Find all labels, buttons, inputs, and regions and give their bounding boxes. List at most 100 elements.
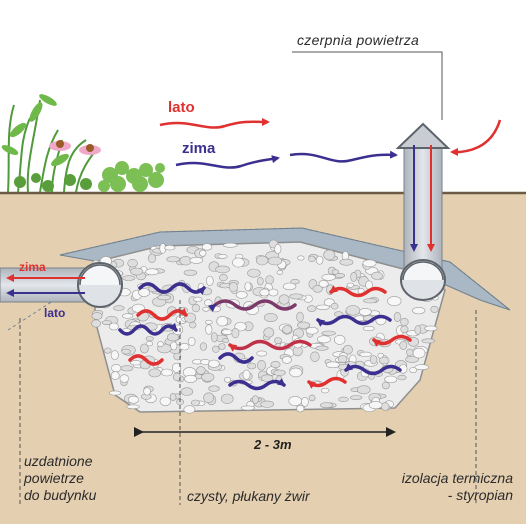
pebble [321,273,336,281]
pebble [263,327,275,338]
pebble [315,304,330,310]
pebble [330,302,339,310]
insulation-label: izolacja termiczna - styropian [367,470,513,504]
pebble [334,334,346,345]
pebble [212,345,220,353]
pebble [110,350,119,360]
pebble [281,356,292,364]
pebble [199,342,207,351]
pebble [203,392,215,404]
pebble [316,335,331,344]
pebble [91,312,103,320]
pebble [276,270,284,275]
pebble [315,255,324,265]
pebble [257,359,266,371]
pebble [204,299,213,307]
pebble [157,294,172,301]
gravel-label: czysty, płukany żwir [187,488,310,504]
pebble [232,257,245,268]
pebble [191,304,201,313]
summer-label-left: lato [44,306,66,320]
pebble [400,325,409,334]
pebble [319,402,334,409]
pebble [126,404,140,410]
conditioned-air-line-3: do budynku [24,487,97,503]
pebble [222,338,229,344]
pebble [379,356,390,365]
intake-cap [395,122,451,149]
pebble [143,387,151,396]
insulation-line-1: izolacja termiczna [401,470,513,486]
pebble [109,390,122,396]
pebble [201,372,215,382]
intake-leader-line [292,51,443,120]
pebble [270,360,281,368]
pebble [363,298,378,304]
pebble [121,348,131,355]
pebble [342,344,353,355]
pebble [278,294,290,305]
pebble [244,281,252,292]
width-dimension-label: 2 - 3m [254,437,292,452]
pebble [164,245,176,251]
pebble [368,401,383,410]
pebble [128,395,139,404]
pebble [103,347,112,354]
pebble [235,291,248,299]
pebble [337,355,348,363]
winter-wind-arrow [175,155,280,169]
pebble [296,311,304,323]
pebble [247,362,257,370]
pebble [307,305,317,312]
pebble [147,253,157,263]
pebble [397,374,407,381]
pebble [172,362,182,373]
pebble [282,325,293,334]
pebble [289,293,304,300]
pebble [320,387,330,394]
pebble [310,351,320,362]
pebble [145,341,154,347]
pebble [260,400,275,408]
pebble [113,305,125,311]
pebble [315,345,329,351]
pebble [180,387,194,396]
pebble [381,381,390,390]
pebble [159,396,172,406]
pebble [187,337,196,346]
pebble [289,367,303,378]
pebble [215,265,230,274]
pebble [339,258,354,266]
pebble [208,385,220,392]
pebble [393,311,402,322]
pebble [400,317,409,327]
plants-decoration [1,94,165,193]
pebble [166,256,180,263]
pebble [268,288,279,297]
pebble [256,350,268,357]
conditioned-air-label: uzdatnione powietrze do budynku [24,453,144,504]
pebble [334,273,346,278]
pebble [189,256,204,264]
pebble [282,282,297,291]
pebble [201,243,213,251]
pebble [273,369,286,376]
pebble [184,374,198,383]
pebble [223,242,238,248]
pebble [170,341,178,351]
pebble [179,342,190,351]
pebble [130,267,144,276]
pebble [288,395,302,406]
pebble [380,402,390,411]
pebble [414,325,422,335]
pebble [206,275,214,286]
pebble [119,374,130,383]
pebble [369,355,378,365]
pebble [338,396,349,403]
pebble [356,385,371,395]
pebble [228,281,238,293]
pebble [224,376,232,383]
pebble [406,348,414,356]
pebble [157,341,164,347]
pebble [297,255,305,261]
